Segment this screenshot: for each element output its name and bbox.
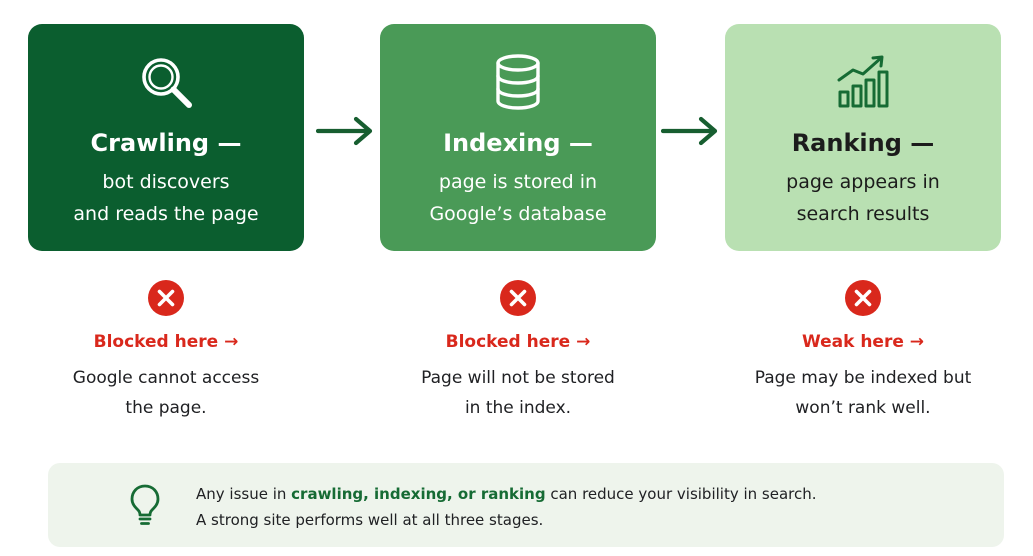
rising-bar-chart-icon [831,50,895,114]
lightbulb-icon [128,483,162,527]
stage-description-line: search results [796,203,930,225]
status-detail-line: Google cannot access [72,368,260,388]
status-detail-line: won’t rank well. [795,398,931,418]
tip-line-1: Any issue in crawling, indexing, or rank… [196,481,817,507]
status-detail: Google cannot access the page. [28,363,304,423]
stage-description-line: page is stored in [438,171,598,193]
status-detail-line: the page. [125,398,207,418]
stage-ranking: Ranking — page appears in search results [725,24,1001,251]
tip-line-2: A strong site performs well at all three… [196,511,544,529]
arrow-right-icon [661,116,719,146]
tip-prefix: Any issue in [196,485,292,503]
tip-text: Any issue in crawling, indexing, or rank… [196,481,817,533]
tip-highlight: crawling, indexing, or ranking [291,485,546,503]
stage-indexing: Indexing — page is stored in Google’s da… [380,24,656,251]
status-label: Weak here → [801,332,925,352]
tip-box: Any issue in crawling, indexing, or rank… [48,463,1004,547]
stage-description-line: bot discovers [102,171,230,193]
stage-description-line: page appears in [786,171,940,193]
tip-suffix: can reduce your visibility in search. [545,485,817,503]
stage-title: Indexing — [443,129,593,157]
stage-description: page appears in search results [725,166,1001,230]
status-detail-line: in the index. [464,398,572,418]
status-detail-line: Page may be indexed but [754,368,972,388]
database-icon [486,50,550,114]
status-label: Blocked here → [93,332,239,352]
stage-title: Crawling — [90,129,242,157]
stage-description-line: and reads the page [73,203,259,225]
stage-crawling: Crawling — bot discovers and reads the p… [28,24,304,251]
status-detail-line: Page will not be stored [421,368,615,388]
status-detail: Page may be indexed but won’t rank well. [725,363,1001,423]
magnifier-icon [134,50,198,114]
error-x-icon [499,279,537,317]
stage-description: page is stored in Google’s database [380,166,656,230]
error-x-icon [844,279,882,317]
arrow-right-icon [316,116,374,146]
status-label: Blocked here → [445,332,591,352]
status-detail: Page will not be stored in the index. [380,363,656,423]
stage-title: Ranking — [791,129,935,157]
stage-description: bot discovers and reads the page [28,166,304,230]
error-x-icon [147,279,185,317]
stage-description-line: Google’s database [429,203,607,225]
